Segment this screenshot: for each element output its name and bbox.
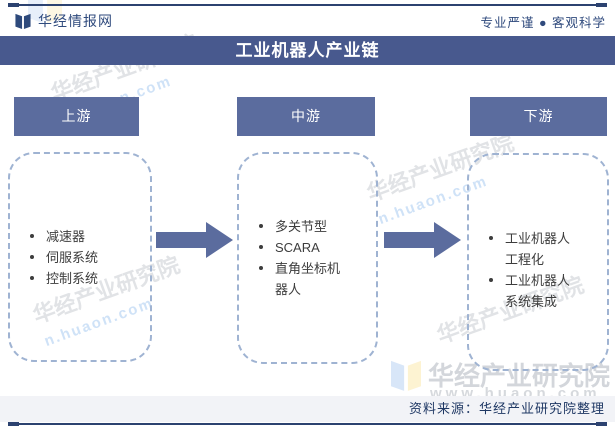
watermark-book-icon (391, 355, 421, 393)
list-item: 工业机器人系统集成 (487, 270, 577, 312)
list-item: 工业机器人工程化 (487, 228, 577, 270)
arrow-right-icon (384, 220, 462, 260)
site-header: 华经情报网 专业严谨 ● 客观科学 (0, 9, 615, 33)
stage-box-upstream: 减速器 伺服系统 控制系统 (8, 152, 152, 362)
midstream-item-list: 多关节型 SCARA 直角坐标机器人 (239, 216, 347, 300)
upstream-item-list: 减速器 伺服系统 控制系统 (10, 226, 98, 289)
stage-tab-midstream: 中游 (237, 97, 375, 136)
list-item: SCARA (257, 237, 347, 258)
site-tagline: 专业严谨 ● 客观科学 (480, 16, 606, 30)
site-logo-book-icon (14, 12, 32, 34)
stage-box-midstream: 多关节型 SCARA 直角坐标机器人 (237, 152, 378, 364)
list-item: 直角坐标机器人 (257, 258, 347, 300)
page-title: 工业机器人产业链 (0, 36, 615, 65)
top-border-line (8, 3, 607, 7)
list-item: 伺服系统 (28, 247, 98, 268)
downstream-item-list: 工业机器人工程化 工业机器人系统集成 (469, 228, 577, 312)
stage-box-downstream: 工业机器人工程化 工业机器人系统集成 (467, 153, 609, 371)
arrow-right-icon (156, 220, 234, 260)
list-item: 减速器 (28, 226, 98, 247)
list-item: 多关节型 (257, 216, 347, 237)
source-note: 资料来源：华经产业研究院整理 (0, 396, 615, 422)
site-name: 华经情报网 (38, 13, 113, 29)
bottom-border-line (8, 422, 607, 426)
stage-tab-upstream: 上游 (14, 97, 139, 136)
list-item: 控制系统 (28, 268, 98, 289)
stage-tab-downstream: 下游 (470, 97, 607, 136)
